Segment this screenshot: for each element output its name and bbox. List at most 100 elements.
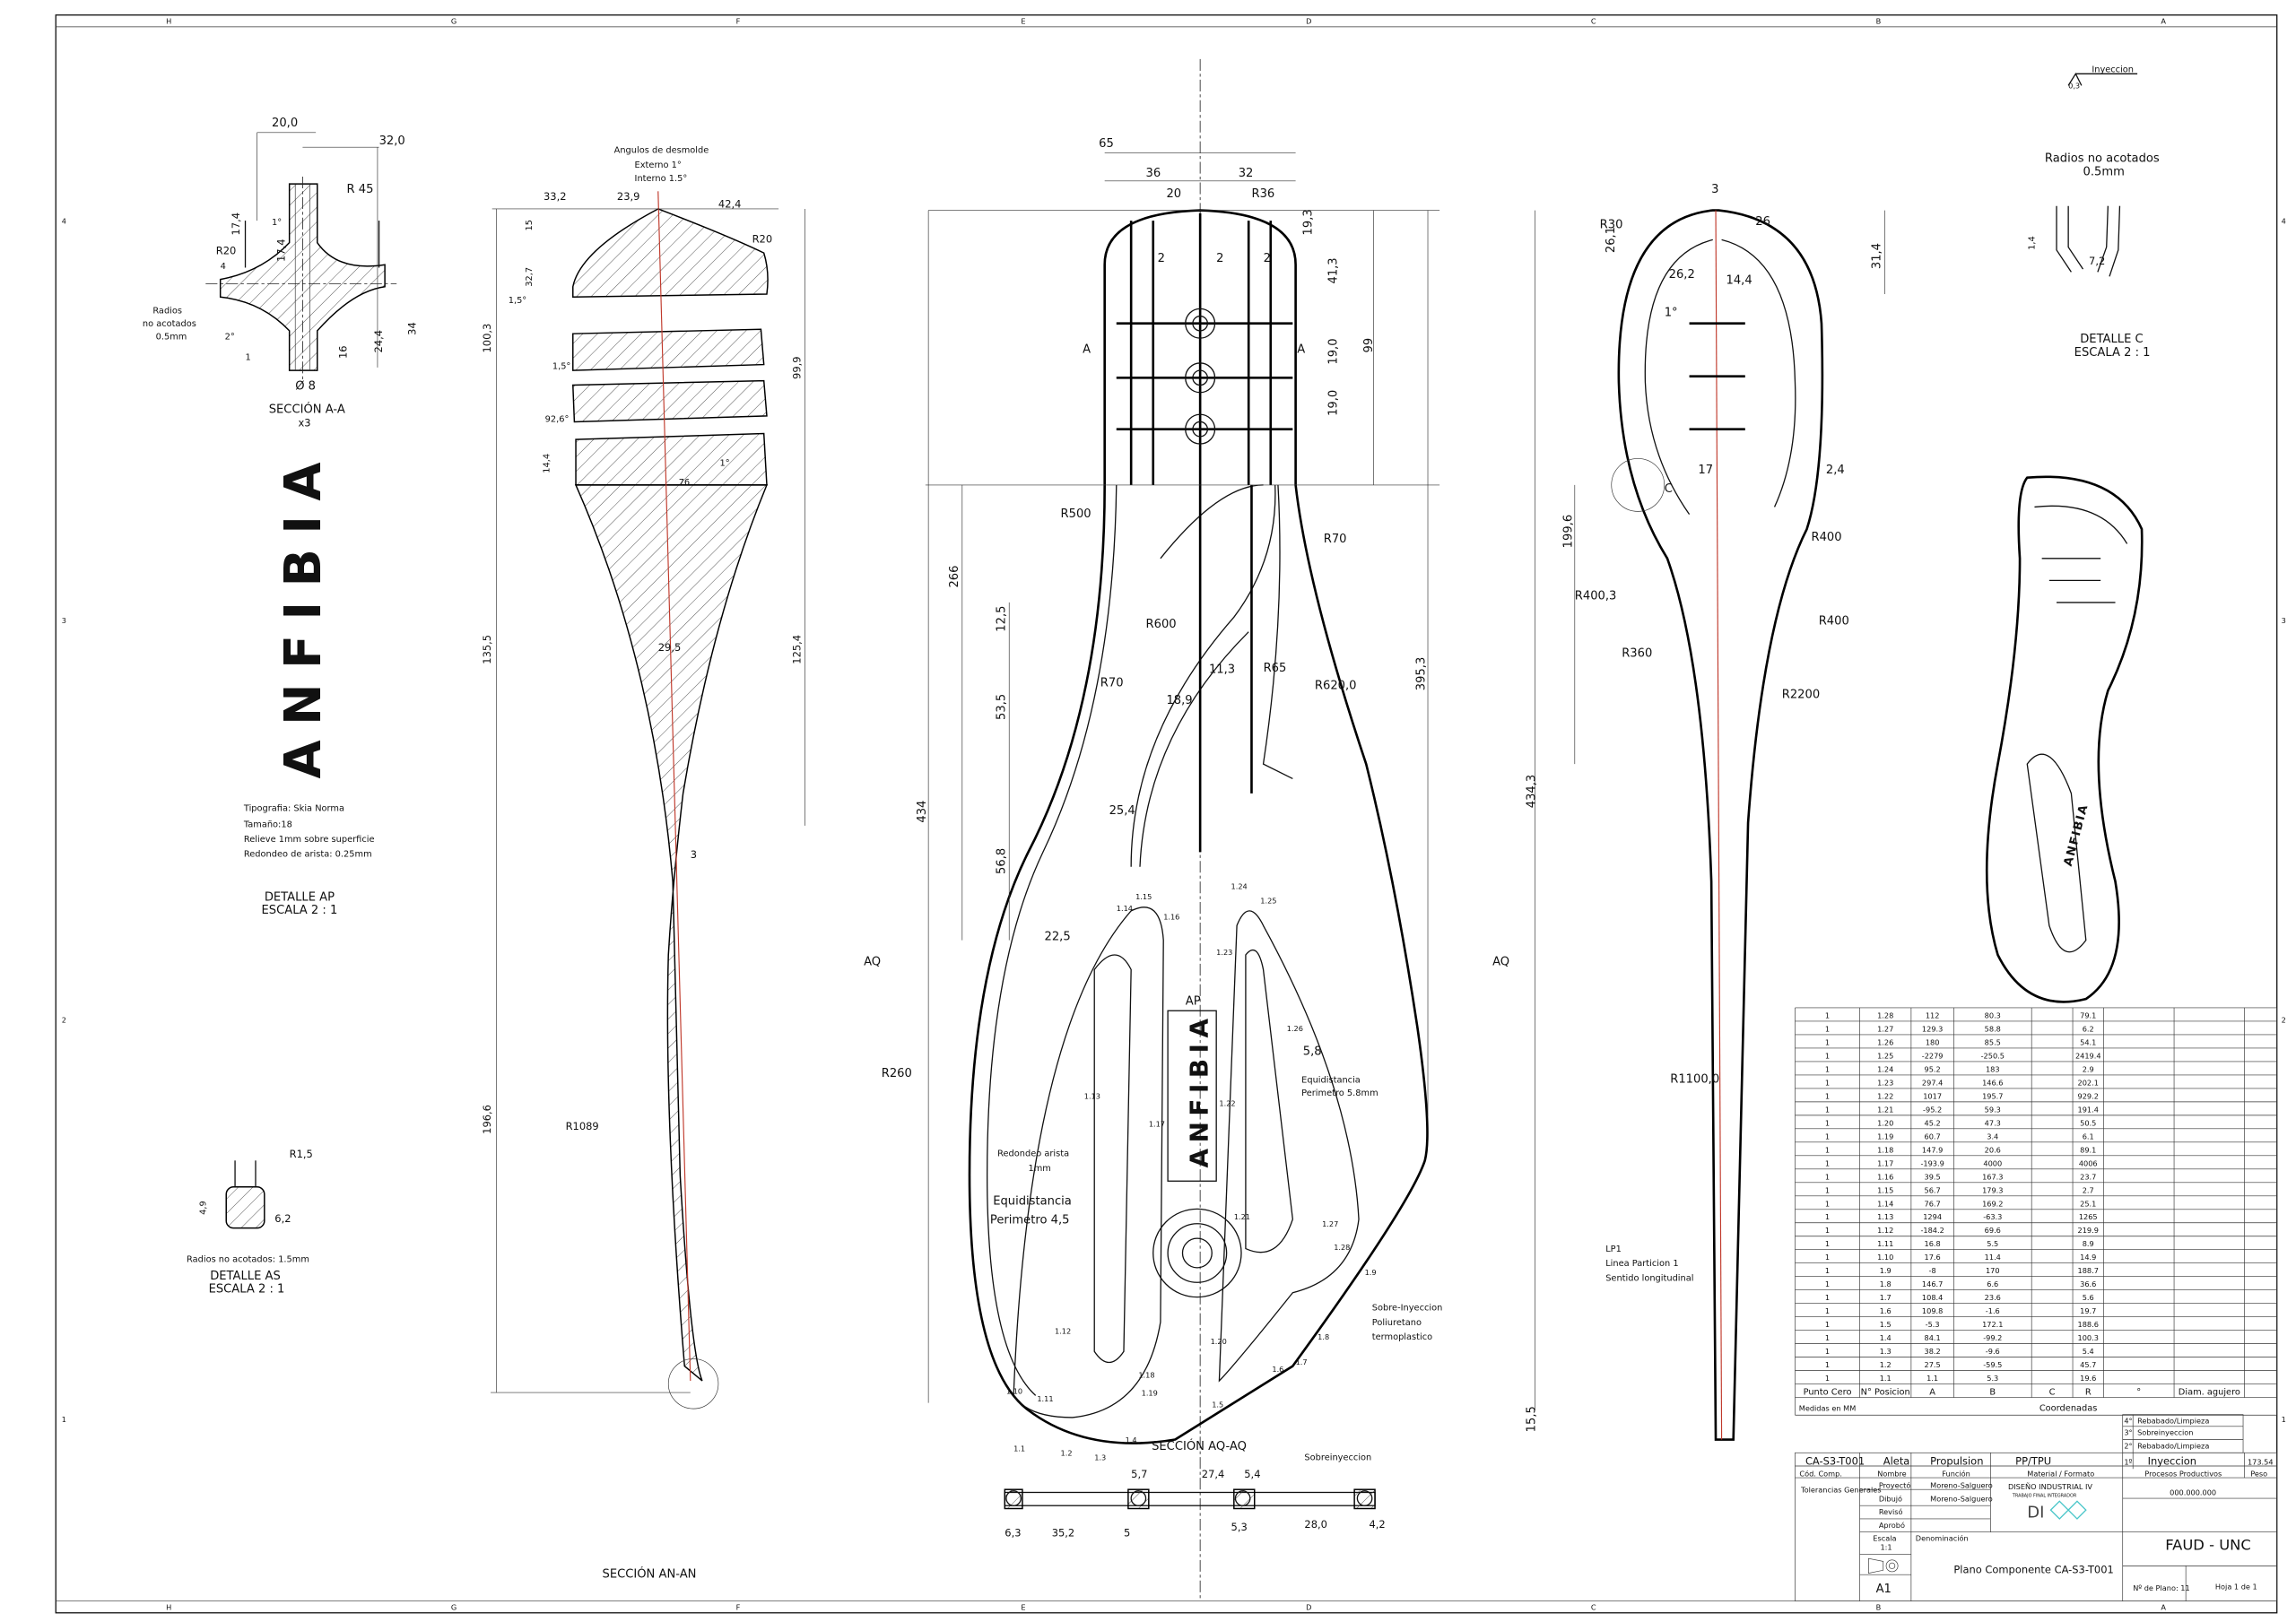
section-aa-note-2: no acotados (143, 319, 196, 329)
table-header: A (1929, 1387, 1935, 1397)
frame-column-letter: D (1306, 1603, 1311, 1612)
point-label: 1.16 (1163, 913, 1179, 922)
table-cell: 183 (1986, 1064, 2000, 1073)
table-cell: 1 (1825, 1293, 1830, 1302)
table-cell: -59.5 (1983, 1360, 2002, 1369)
table-cell: 36.6 (2080, 1279, 2096, 1288)
denomination: Plano Componente CA-S3-T001 (1953, 1564, 2113, 1576)
component-weight: 173.54 (2248, 1457, 2274, 1466)
point-label: 1.14 (1117, 904, 1133, 913)
main-dimension-label: 2 (1158, 252, 1165, 265)
dim-aq-5-4: 5,4 (1244, 1468, 1260, 1480)
table-cell: 2419.4 (2075, 1051, 2101, 1060)
section-an-an: Angulos de desmolde Externo 1° Interno 1… (481, 146, 805, 1581)
point-label: 1.9 (1365, 1268, 1377, 1277)
drawn-by: Moreno-Salguero (1930, 1494, 1993, 1503)
table-cell: -193.9 (1920, 1158, 1944, 1167)
table-cell: 191.4 (2078, 1105, 2099, 1114)
dim-aq-28: 28,0 (1304, 1518, 1327, 1531)
frame-column-letter: H (166, 17, 171, 26)
point-label: 1.17 (1149, 1120, 1165, 1129)
dim-an-100-3: 100,3 (481, 324, 493, 353)
point-label: 1.4 (1126, 1436, 1137, 1444)
main-dimension-label: 20 (1166, 187, 1181, 201)
table-cell: 1.16 (1877, 1172, 1893, 1181)
dim-an-196-6: 196,6 (481, 1105, 493, 1134)
main-dimension-label: 22,5 (1045, 931, 1071, 944)
note-relief: Relieve 1mm sobre superficie (244, 835, 375, 845)
point-label: 1.13 (1084, 1092, 1100, 1101)
table-cell: 19.6 (2080, 1374, 2096, 1383)
frame-column-letter: B (1876, 17, 1882, 26)
dim-an-33-2: 33,2 (544, 190, 567, 203)
table-cell: 1 (1825, 1279, 1830, 1288)
dim-an-r1089: R1089 (566, 1120, 599, 1132)
surface-roughness: 0,3 (2068, 82, 2080, 91)
table-cell: 202.1 (2078, 1078, 2099, 1087)
frame-column-letter: E (1021, 17, 1025, 26)
table-cell: 6.6 (1987, 1279, 1998, 1288)
side-dimension-label: R1100,0 (1670, 1073, 1719, 1087)
table-cell: 1 (1825, 1078, 1830, 1087)
frame-column-letter: B (1876, 1603, 1882, 1612)
point-label: 1.6 (1272, 1365, 1283, 1374)
table-cell: 2.7 (2083, 1185, 2094, 1194)
main-dimension-label: 53,5 (995, 694, 1008, 720)
table-cell: 1.4 (1880, 1333, 1892, 1342)
table-cell: 1017 (1923, 1091, 1942, 1100)
dim-c-1-4: 1,4 (2027, 236, 2037, 250)
note-edge-round-main: Redondeo arista (997, 1149, 1069, 1158)
frame-column-letter: A (2161, 17, 2166, 26)
point-label: 1.20 (1211, 1337, 1227, 1346)
table-cell: 25.1 (2080, 1199, 2096, 1208)
frame-column-letter: F (736, 17, 741, 26)
frame-column-letter: D (1306, 17, 1311, 26)
table-cell: 179.3 (1982, 1185, 2003, 1194)
detail-ap-title: DETALLE AP (265, 890, 335, 904)
table-cell: 1 (1825, 1158, 1830, 1167)
section-aa-note-1: Radios (152, 306, 182, 316)
table-cell: 195.7 (1982, 1091, 2003, 1100)
main-dimension-label: 19,0 (1326, 338, 1340, 364)
side-dimension-label: 199,6 (1562, 515, 1576, 549)
dim-an-angle-1: 1,5° (509, 296, 527, 306)
note-edge-round: Redondeo de arista: 0.25mm (244, 849, 372, 859)
frame-row-number: 3 (2282, 616, 2286, 625)
table-cell: 172.1 (1982, 1320, 2003, 1329)
process-step: 3° (2124, 1428, 2132, 1437)
dim-an-76: 76 (679, 478, 691, 488)
side-dimension-label: R2200 (1782, 688, 1820, 701)
iso-brand: ANFIBIA (2062, 802, 2092, 868)
table-cell: 1.26 (1877, 1037, 1893, 1046)
scale-value: 1:1 (1880, 1542, 1892, 1551)
dim-aa-r45: R 45 (347, 183, 374, 196)
section-aa-note-3: 0.5mm (156, 333, 187, 343)
label-drawn: Dibujó (1879, 1494, 1902, 1503)
side-dimension-label: R400 (1812, 531, 1842, 544)
label-material: Material / Formato (2027, 1469, 2094, 1478)
table-cell: 1.9 (1880, 1266, 1892, 1275)
detail-as-scale: ESCALA 2 : 1 (209, 1283, 285, 1297)
table-cell: 1.5 (1880, 1320, 1892, 1329)
frame-column-letter: G (451, 17, 457, 26)
frame-row-number: 1 (62, 1415, 66, 1424)
table-cell: 109.8 (1922, 1306, 1943, 1315)
table-cell: -5.3 (1926, 1320, 1940, 1329)
table-cell: 1.13 (1877, 1212, 1893, 1221)
course-subtitle: TRABAJO FINAL INTEGRADOR (2012, 1493, 2077, 1498)
main-dimension-label: AQ (864, 955, 881, 968)
table-cell: 188.7 (2078, 1266, 2099, 1275)
table-cell: 1.15 (1877, 1185, 1893, 1194)
section-aq-title: SECCIÓN AQ-AQ (1152, 1439, 1247, 1453)
table-header: Diam. agujero (2179, 1387, 2240, 1397)
note-lp1: LP1 (1605, 1245, 1622, 1254)
